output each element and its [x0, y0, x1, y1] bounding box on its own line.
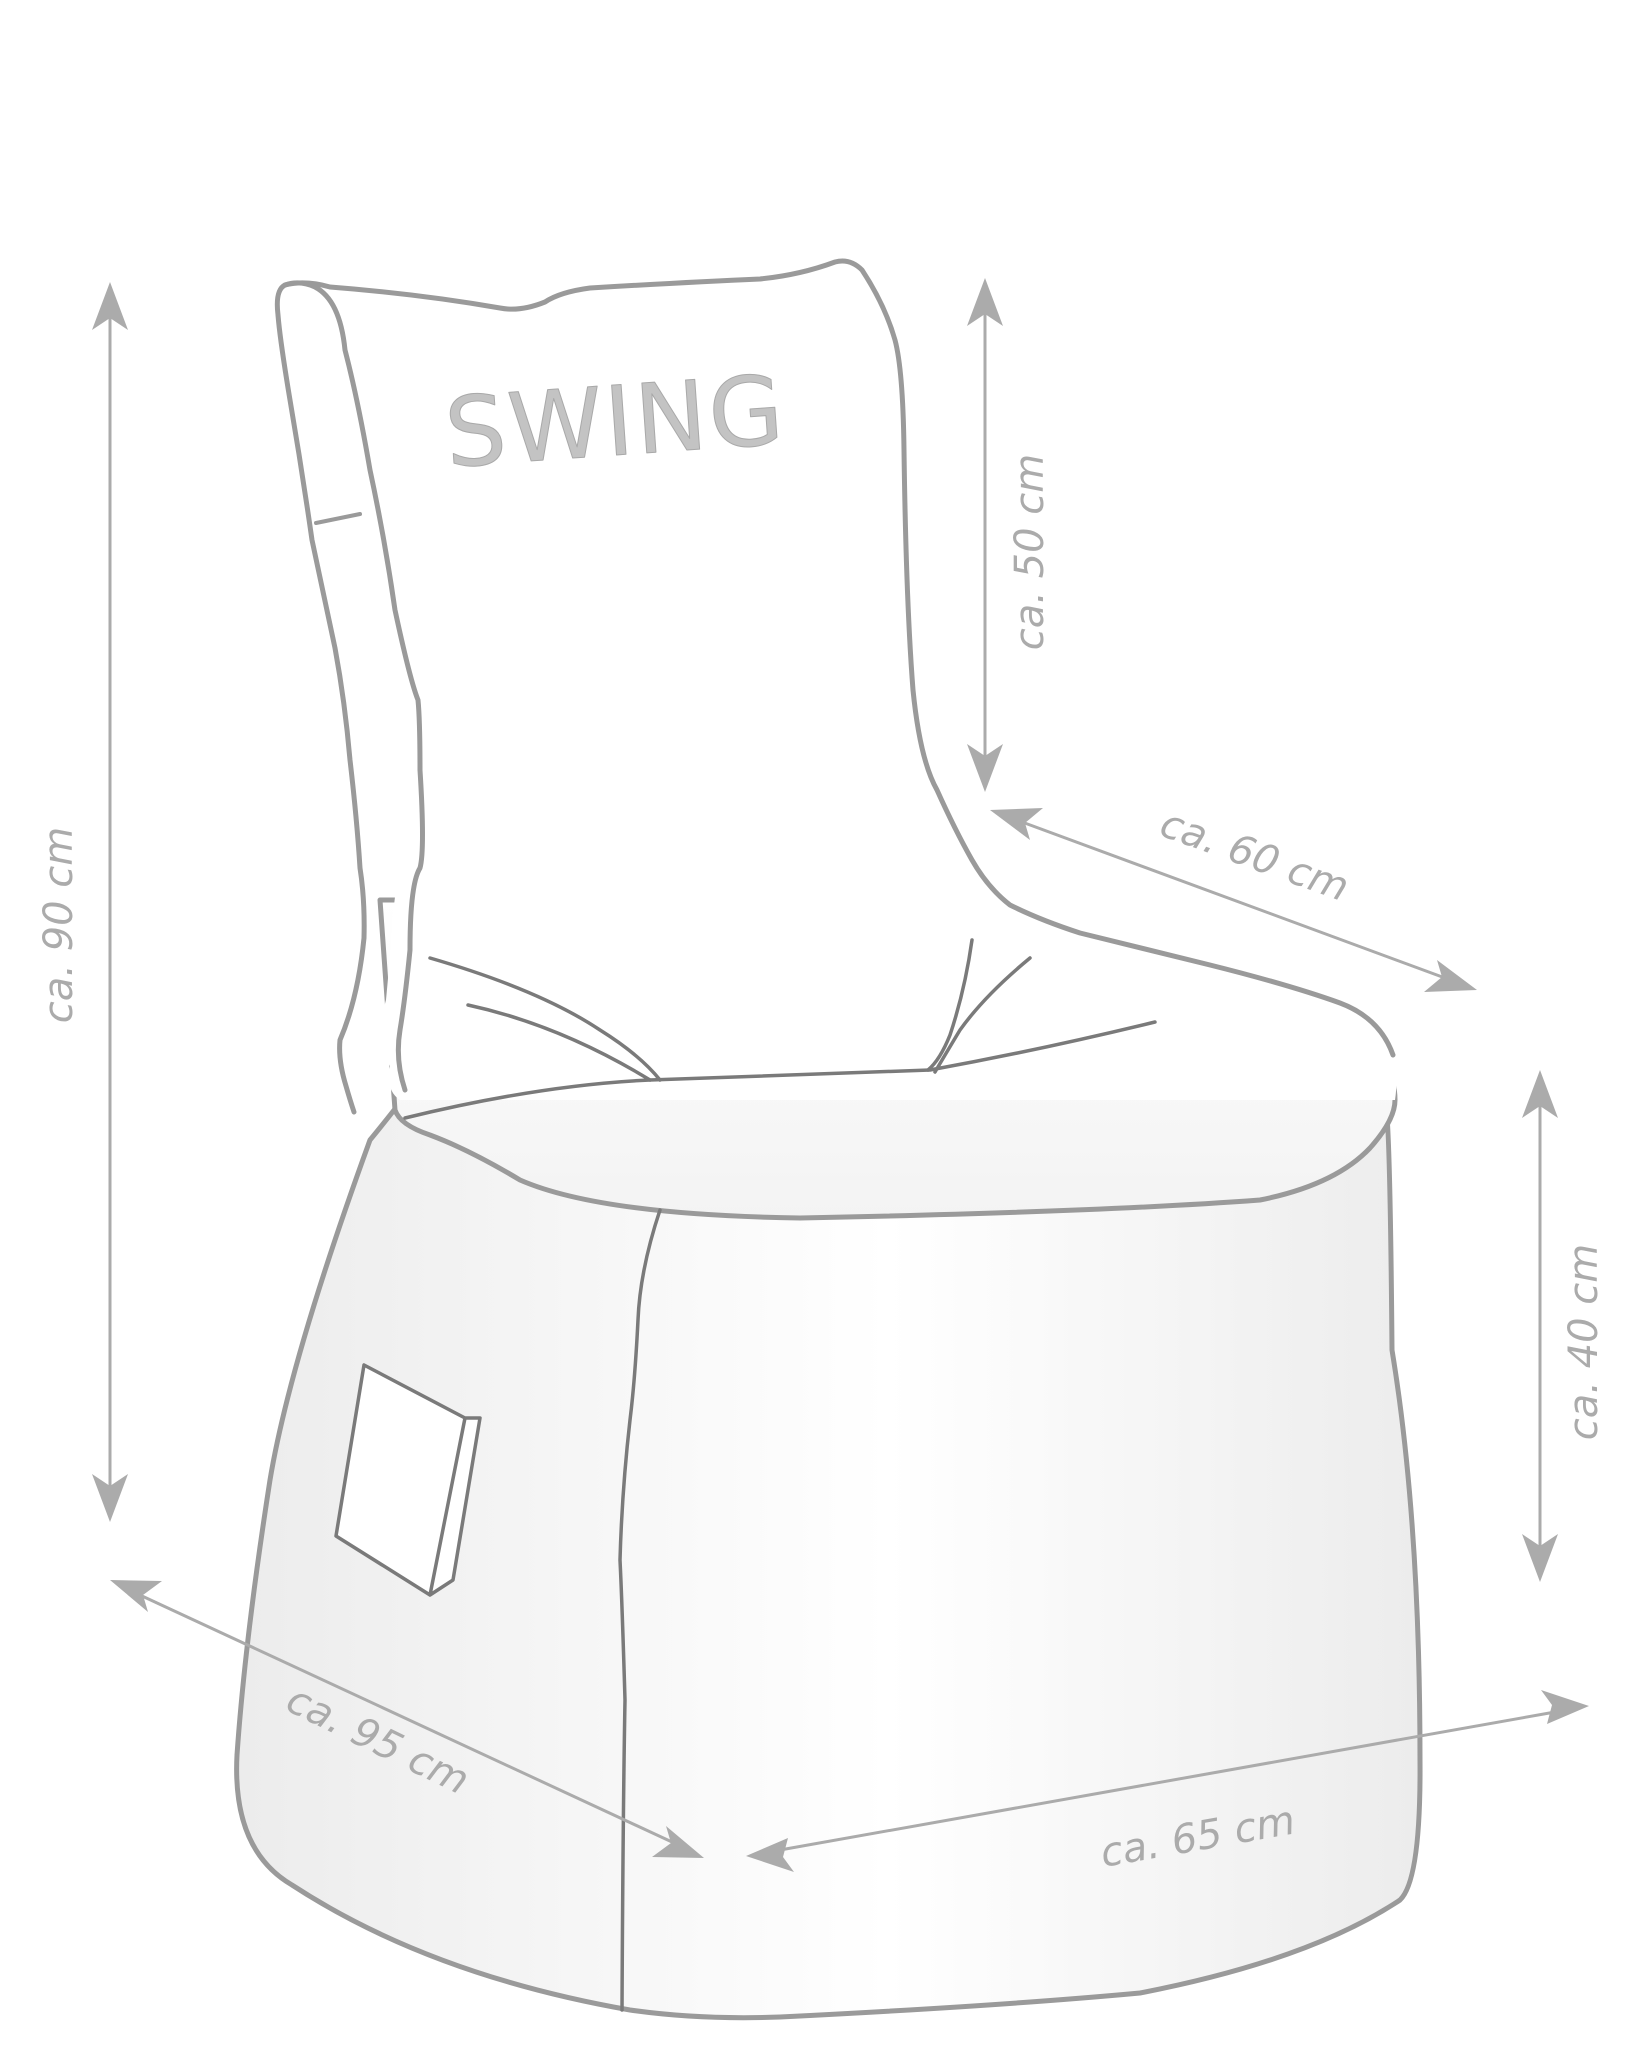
arrow-head-icon — [990, 808, 1043, 840]
brand-label: SWING — [441, 354, 788, 489]
dimension-label: ca. 90 cm — [36, 827, 82, 1024]
chair-seat-fold-left — [428, 956, 662, 1082]
chair-front-seam — [618, 1208, 662, 2012]
chair-seat-fold-left-2 — [466, 1003, 652, 1082]
arrow-head-up-icon — [1522, 1070, 1558, 1118]
dimension-line — [1021, 820, 1446, 980]
dimension-label: ca. 40 cm — [1561, 1244, 1607, 1441]
dimension-label: ca. 50 cm — [1007, 454, 1053, 651]
chair-seat-fold-right-2 — [933, 956, 1032, 1074]
dimension-line — [779, 1710, 1556, 1852]
arrow-head-icon — [746, 1838, 794, 1872]
arrow-head-icon — [110, 1580, 162, 1612]
arrow-head-down-icon — [967, 744, 1003, 792]
beanbag-chair: SWING — [234, 258, 1423, 2021]
dimension-seat-height: ca. 40 cm — [1522, 1070, 1607, 1582]
arrow-head-down-icon — [92, 1474, 128, 1522]
arrow-head-up-icon — [967, 278, 1003, 326]
chair-backrest-outline — [280, 261, 1397, 1100]
chair-side-pocket — [334, 1363, 482, 1597]
chair-backrest-top — [282, 258, 1396, 1058]
arrow-head-icon — [652, 1826, 704, 1858]
arrow-head-up-icon — [92, 282, 128, 330]
arrow-head-icon — [1424, 960, 1477, 992]
chair-side-band — [314, 512, 362, 525]
arrow-head-icon — [1541, 1690, 1589, 1724]
dimension-label: ca. 60 cm — [1154, 801, 1354, 911]
dimension-backrest-height: ca. 50 cm — [967, 278, 1053, 792]
chair-seat-fold-right — [926, 938, 974, 1072]
arrow-head-down-icon — [1522, 1534, 1558, 1582]
chair-seat-fold-seam — [403, 1020, 1157, 1120]
dimension-total-height: ca. 90 cm — [36, 282, 128, 1522]
dimension-line — [141, 1594, 673, 1844]
